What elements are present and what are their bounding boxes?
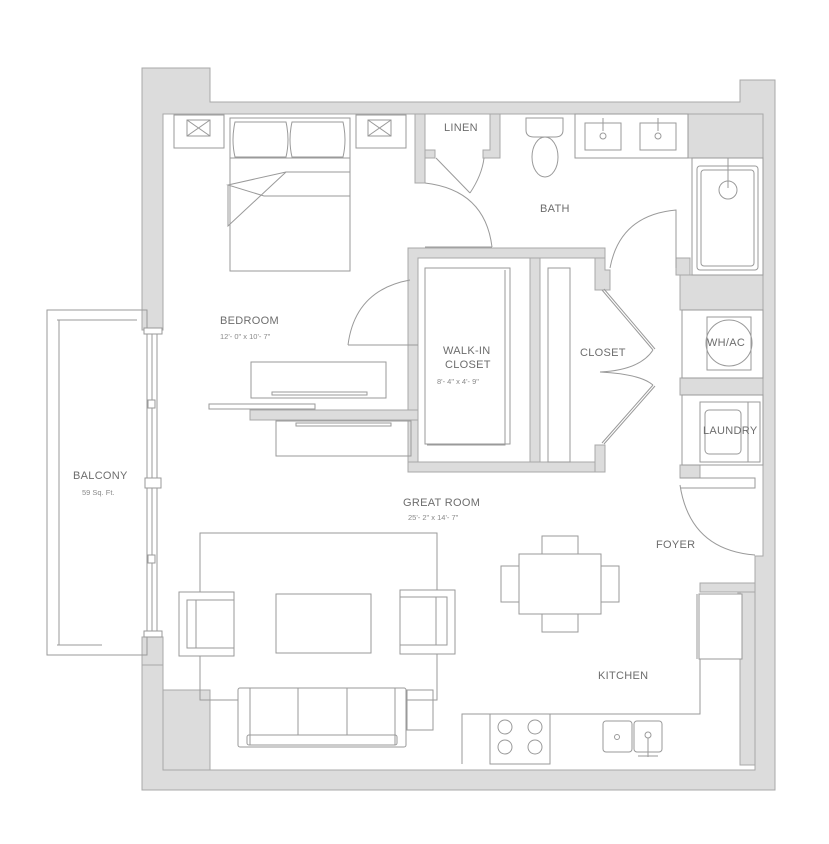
closet-shelving <box>424 267 571 463</box>
doors <box>347 157 756 556</box>
utility-fixtures <box>681 309 764 466</box>
room-area-balcony: 59 Sq. Ft. <box>82 488 115 497</box>
exterior-walls <box>141 67 776 791</box>
balcony <box>46 309 163 656</box>
room-label-wh-ac: WH/AC <box>707 337 746 349</box>
room-label-bath: BATH <box>540 203 570 215</box>
room-label-great-room: GREAT ROOM <box>403 497 481 509</box>
room-dimensions-bedroom: 12'- 0" x 10'- 7" <box>220 332 271 341</box>
living-furniture <box>178 532 456 748</box>
room-label-walk-in-closet-line1: WALK-IN <box>443 345 491 357</box>
room-label-foyer: FOYER <box>656 539 696 551</box>
room-dimensions-great-room: 25'- 2" x 14'- 7" <box>408 513 459 522</box>
room-label-walk-in-closet-line2: CLOSET <box>445 359 491 371</box>
room-label-kitchen: KITCHEN <box>598 670 649 682</box>
dining-set <box>500 535 620 633</box>
room-dimensions-walk-in-closet: 8'- 4" x 4'- 9" <box>437 377 479 386</box>
room-label-bedroom: BEDROOM <box>220 315 279 327</box>
room-label-linen: LINEN <box>444 122 478 134</box>
room-label-closet: CLOSET <box>580 347 626 359</box>
room-label-balcony: BALCONY <box>73 470 128 482</box>
bedroom-furniture <box>173 114 412 457</box>
kitchen-fixtures <box>461 593 743 765</box>
interior-walls <box>249 113 764 766</box>
room-label-laundry: LAUNDRY <box>703 425 758 437</box>
bath-fixtures <box>525 113 764 276</box>
